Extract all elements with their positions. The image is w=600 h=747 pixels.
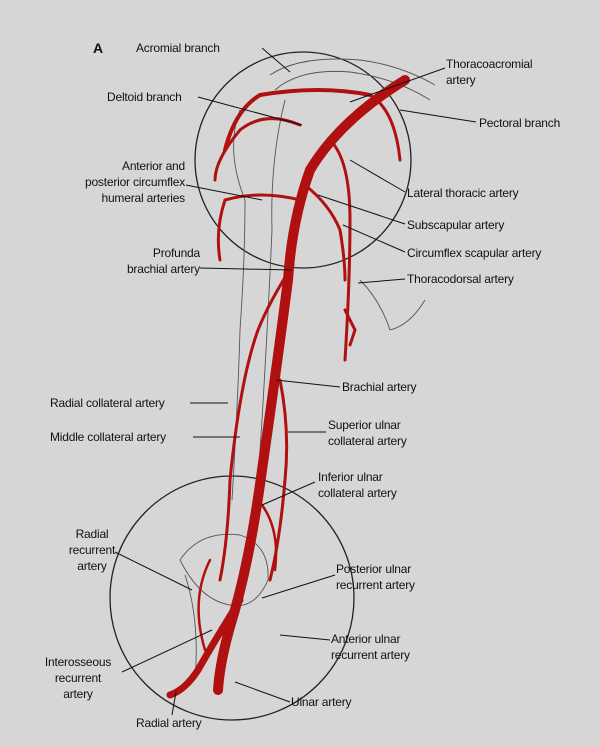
label-line: Anterior ulnar: [331, 632, 401, 646]
label-anterior-ulnar-recurrent: Anterior ulnar recurrent artery: [331, 631, 410, 663]
label-acromial-branch: Acromial branch: [136, 41, 220, 55]
label-subscapular: Subscapular artery: [407, 218, 505, 232]
label-line: humeral arteries: [101, 191, 185, 205]
label-line: artery: [446, 73, 476, 87]
label-line: collateral artery: [328, 434, 407, 448]
label-pectoral-branch: Pectoral branch: [479, 116, 561, 130]
label-interosseous-recurrent: Interosseous recurrent artery: [30, 654, 126, 702]
label-line: artery: [63, 687, 93, 701]
label-line: Radial: [75, 527, 109, 541]
radial-artery-path: [166, 596, 244, 699]
leader-lines: [114, 47, 477, 716]
label-radial-recurrent: Radial recurrent artery: [52, 526, 132, 574]
label-ulnar-artery: Ulnar artery: [291, 695, 352, 709]
label-circumflex-scapular: Circumflex scapular artery: [407, 246, 542, 260]
label-circumflex-humeral: Anterior and posterior circumflex humera…: [60, 158, 185, 206]
label-brachial: Brachial artery: [342, 380, 417, 394]
label-middle-collateral: Middle collateral artery: [50, 430, 166, 444]
label-line: recurrent artery: [336, 578, 415, 592]
label-line: brachial artery: [126, 262, 200, 276]
label-lateral-thoracic: Lateral thoracic artery: [407, 186, 519, 200]
axillary-brachial-artery: [213, 75, 410, 695]
label-superior-ulnar-collateral: Superior ulnar collateral artery: [328, 417, 407, 449]
radial-recurrent-path: [197, 558, 212, 652]
profunda-path: [218, 263, 295, 582]
label-line: Inferior ulnar: [318, 470, 383, 484]
label-line: posterior circumflex: [84, 175, 185, 189]
label-profunda-brachial: Profunda brachial artery: [80, 245, 200, 277]
label-line: Interosseous: [44, 655, 112, 669]
label-inferior-ulnar-collateral: Inferior ulnar collateral artery: [318, 469, 397, 501]
circumflex-humeral-path: [216, 193, 302, 262]
pectoral-branch-path: [368, 93, 402, 162]
deltoid-branch-path: [213, 117, 302, 182]
label-posterior-ulnar-recurrent: Posterior ulnar recurrent artery: [336, 561, 415, 593]
label-line: Superior ulnar: [328, 418, 401, 432]
label-line: Thoracoacromial: [446, 57, 533, 71]
label-line: recurrent: [54, 671, 102, 685]
elbow-detail-circle: [109, 475, 355, 721]
label-line: recurrent artery: [331, 648, 410, 662]
label-thoracoacromial: Thoracoacromial artery: [446, 56, 533, 88]
label-deltoid-branch: Deltoid branch: [107, 90, 182, 104]
subscapular-path: [303, 183, 347, 282]
label-line: artery: [77, 559, 107, 573]
inferior-ulnar-path: [260, 503, 278, 572]
label-line: collateral artery: [318, 486, 397, 500]
label-line: recurrent: [68, 543, 116, 557]
label-line: Anterior and: [122, 159, 185, 173]
thoracoacromial-branch: [223, 88, 372, 152]
label-line: Posterior ulnar: [336, 562, 412, 576]
lateral-thoracic-path: [328, 138, 352, 362]
shoulder-detail-circle: [194, 51, 412, 269]
label-radial-artery: Radial artery: [136, 716, 202, 730]
figure-label: A: [93, 40, 103, 56]
label-thoracodorsal: Thoracodorsal artery: [407, 272, 514, 286]
label-line: Profunda: [152, 246, 200, 260]
label-radial-collateral: Radial collateral artery: [50, 396, 165, 410]
